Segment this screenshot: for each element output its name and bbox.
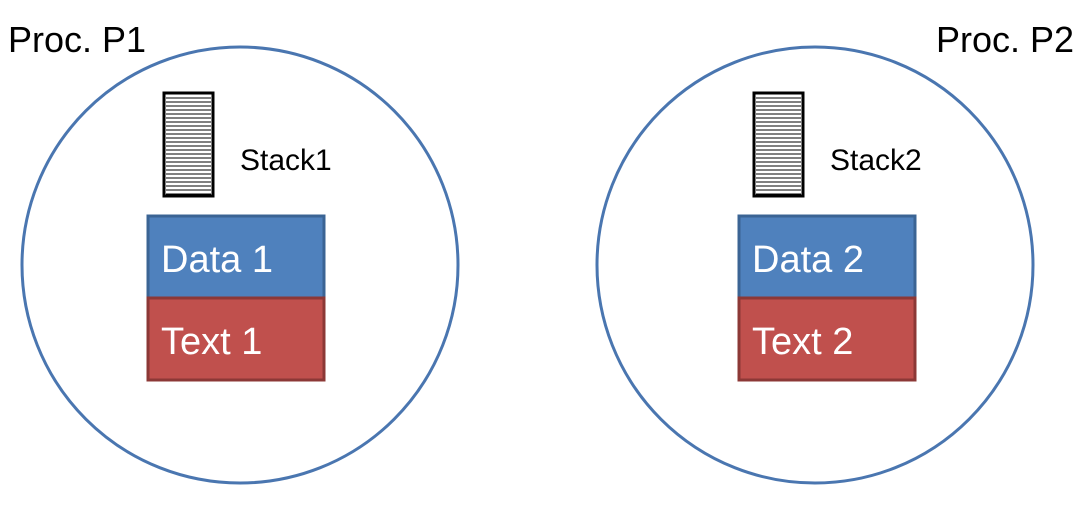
text2-label: Text 2 — [752, 321, 853, 363]
stack2-label: Stack2 — [830, 144, 922, 177]
data2-segment — [737, 214, 917, 300]
stack1-frame — [162, 91, 215, 198]
stack1-icon — [162, 91, 215, 198]
process-p1: Proc. P1 Stack1 Data 1 Text 1 — [8, 19, 460, 485]
stack1-lines — [166, 97, 211, 195]
text1-label: Text 1 — [161, 321, 262, 363]
text2-segment — [737, 296, 917, 382]
process-p1-boundary — [20, 45, 460, 485]
text1-segment — [146, 296, 326, 382]
data1-label: Data 1 — [161, 239, 273, 281]
process-p2-label: Proc. P2 — [936, 19, 1074, 60]
process-p1-label: Proc. P1 — [8, 19, 146, 60]
process-p2: Proc. P2 Stack2 Data 2 Text 2 — [595, 19, 1074, 485]
stack2-frame — [752, 91, 805, 198]
data2-label: Data 2 — [752, 239, 864, 281]
stack2-lines — [756, 97, 801, 195]
stack2-icon — [752, 91, 805, 198]
stack1-label: Stack1 — [240, 144, 332, 177]
process-p2-boundary — [595, 45, 1035, 485]
